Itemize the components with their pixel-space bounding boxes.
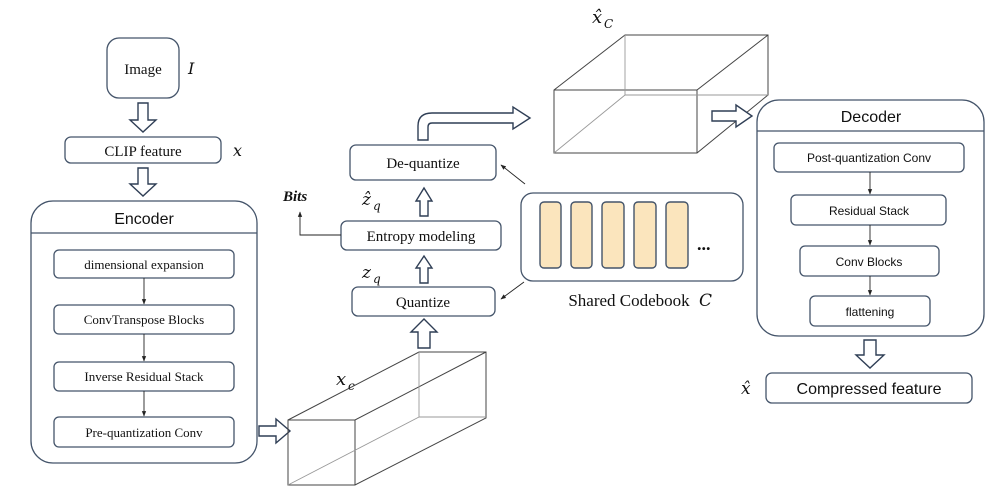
dequantize-node: De-quantize: [349, 144, 497, 181]
image-box: [106, 37, 180, 99]
dequantize-label: De-quantize: [386, 156, 460, 172]
encoder-step-4-label: Pre-quantization Conv: [85, 425, 203, 440]
decoder-step-4-label: flattening: [846, 305, 895, 319]
codebook-entry-3: [601, 201, 625, 269]
encoder-step-2-label: ConvTranspose Blocks: [84, 312, 205, 327]
decoder-step-2: [790, 194, 947, 226]
output-box: [765, 372, 973, 404]
arrow-encoder-to-latent: [258, 417, 292, 445]
reconstructed-symbol: x̂: [592, 7, 602, 28]
quantize-label: Quantize: [396, 295, 450, 311]
codebook-entry-4: [633, 201, 657, 269]
decoder-step-3-label: Conv Blocks: [836, 255, 903, 269]
decoder-step-1: [773, 142, 965, 173]
codebook-entry-5: [665, 201, 689, 269]
quantize-node: Quantize: [351, 286, 496, 317]
output-label: Compressed feature: [797, 381, 942, 398]
latent-symbol: x: [336, 369, 346, 390]
codebook-ellipsis: ...: [697, 234, 711, 254]
decoder-title: Decoder: [841, 109, 902, 126]
decoder-step-1-label: Post-quantization Conv: [807, 151, 931, 165]
codebook-label: Shared Codebook: [568, 291, 690, 310]
arrow-quantize-to-entropy: [414, 254, 434, 284]
arrow-clip-to-encoder: [128, 167, 158, 197]
entropy-label: Entropy modeling: [367, 229, 476, 245]
reconstructed-tensor: x̂ C: [553, 7, 769, 154]
latent-hidden-edge-d: [287, 416, 420, 486]
decoder-step-2-label: Residual Stack: [829, 204, 910, 218]
bits-label: Bits: [282, 189, 307, 205]
entropy-box: [340, 220, 502, 251]
arrow-dequantize-to-reconstructed: [417, 105, 532, 141]
arrow-reconstructed-to-decoder: [711, 103, 754, 129]
entropy-node: Entropy modeling: [340, 220, 502, 251]
codebook-symbol: C: [699, 291, 712, 311]
clip-node: CLIP feature x: [64, 136, 242, 164]
image-label: Image: [124, 62, 162, 78]
encoder-step-1-label: dimensional expansion: [84, 257, 204, 272]
arrow-latent-to-quantize: [409, 318, 439, 349]
reconstructed-subscript: C: [604, 17, 613, 31]
arrow-codebook-to-dequantize: [500, 164, 526, 185]
zq-symbol: z: [361, 263, 372, 283]
zq-hat-subscript: q: [373, 199, 381, 213]
arrow-codebook-to-quantize: [500, 281, 525, 300]
zq-subscript: q: [373, 272, 381, 286]
clip-label: CLIP feature: [104, 144, 182, 160]
arrow-entropy-to-dequantize: [414, 186, 434, 217]
codebook-panel: ... Shared Codebook C: [520, 192, 744, 311]
latent-tensor: x c: [287, 351, 487, 486]
encoder-step-3-label: Inverse Residual Stack: [84, 369, 204, 384]
decoder-step-3: [799, 245, 940, 277]
encoder-panel: Encoder dimensional expansion ConvTransp…: [30, 200, 258, 464]
recon-hidden-edge-d: [553, 94, 626, 154]
encoder-step-4: [53, 416, 235, 448]
clip-box: [64, 136, 222, 164]
arrow-decoder-to-output: [854, 339, 886, 369]
decoder-step-4: [809, 295, 931, 327]
arrow-image-to-clip: [128, 102, 158, 133]
image-symbol: I: [187, 59, 195, 78]
arrow-entropy-to-bits: [297, 211, 341, 236]
clip-symbol: x: [233, 141, 242, 160]
quantize-box: [351, 286, 496, 317]
zq-hat-symbol: ẑ: [361, 190, 372, 210]
codebook-entry-2: [570, 201, 593, 269]
output-symbol: x̂: [741, 379, 751, 399]
decoder-panel: Decoder Post-quantization Conv Residual …: [756, 99, 985, 337]
image-node: Image I: [106, 37, 195, 99]
encoder-title: Encoder: [114, 211, 174, 228]
codebook-entry-1: [539, 201, 562, 269]
dequantize-box: [349, 144, 497, 181]
latent-subscript: c: [348, 379, 355, 393]
output-node: Compressed feature x̂: [741, 372, 973, 404]
